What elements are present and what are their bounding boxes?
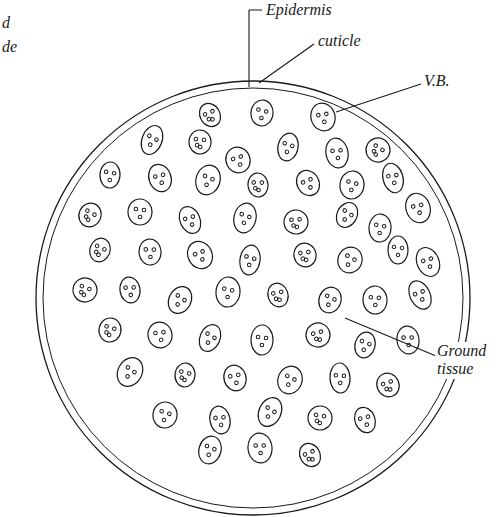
vascular-bundle xyxy=(402,190,434,226)
vascular-bundle xyxy=(351,404,379,435)
vascular-bundle xyxy=(373,369,403,400)
vascular-bundle xyxy=(97,316,123,343)
vascular-bundle xyxy=(175,203,205,237)
vascular-bundle xyxy=(195,321,225,355)
vascular-bundle xyxy=(246,432,273,465)
part-label: cuticle xyxy=(318,32,361,50)
vascular-bundle xyxy=(221,362,250,393)
vascular-bundle xyxy=(70,275,99,304)
vascular-bundle xyxy=(352,330,378,360)
part-label: V.B. xyxy=(424,72,449,90)
vascular-bundle xyxy=(112,353,148,391)
vascular-bundle xyxy=(291,241,318,270)
cut-label: d xyxy=(2,14,10,32)
vascular-bundles xyxy=(70,99,444,471)
vascular-bundle xyxy=(275,131,300,163)
vascular-bundle xyxy=(315,284,344,316)
vascular-bundle xyxy=(274,363,306,398)
vascular-bundle xyxy=(302,319,333,350)
vascular-bundle xyxy=(332,199,362,231)
vascular-bundle xyxy=(249,99,274,127)
vascular-bundle xyxy=(368,213,392,242)
part-label: Epidermis xyxy=(266,1,332,19)
vascular-bundle xyxy=(334,243,366,276)
cuticle-leader xyxy=(259,44,314,83)
vascular-bundle xyxy=(183,237,217,273)
vascular-bundle xyxy=(137,122,166,157)
vascular-bundle xyxy=(145,161,175,195)
vascular-bundle xyxy=(323,136,350,170)
cuticle-outline xyxy=(36,81,470,515)
vascular-bundle xyxy=(247,172,269,198)
ground-tissue-leader xyxy=(345,318,436,356)
vascular-bundle xyxy=(207,404,232,436)
vascular-bundle xyxy=(379,161,406,195)
vascular-bundle xyxy=(308,406,333,431)
vascular-bundle xyxy=(189,130,212,155)
vascular-bundle xyxy=(192,162,224,198)
vascular-bundle xyxy=(362,285,388,315)
vascular-bundle xyxy=(231,201,259,235)
vascular-bundle xyxy=(215,276,242,308)
vascular-bundle xyxy=(295,440,324,471)
vascular-bundle xyxy=(265,280,291,309)
vascular-bundle xyxy=(308,100,339,134)
vascular-bundle xyxy=(292,166,324,199)
vascular-bundle xyxy=(362,134,394,166)
vascular-bundle xyxy=(151,400,180,430)
vascular-bundle xyxy=(338,169,366,200)
vascular-bundle xyxy=(196,434,225,467)
epidermis-leader xyxy=(249,10,262,87)
vascular-bundle xyxy=(222,143,255,177)
vascular-bundle xyxy=(145,320,174,351)
vascular-bundle xyxy=(87,235,113,264)
part-label: Ground tissue xyxy=(435,342,499,379)
vb-leader xyxy=(336,84,421,112)
vascular-bundle xyxy=(395,325,421,356)
vascular-bundle xyxy=(118,276,142,305)
vascular-bundle xyxy=(251,325,274,355)
vascular-bundle xyxy=(128,199,152,225)
vascular-bundle xyxy=(412,244,444,280)
vascular-bundle xyxy=(138,238,162,266)
vascular-bundle xyxy=(164,282,197,317)
vascular-bundle xyxy=(195,100,224,131)
vascular-bundle xyxy=(388,236,408,264)
vascular-bundle xyxy=(99,161,120,188)
vascular-bundle xyxy=(238,244,262,277)
vascular-bundle xyxy=(404,277,435,313)
vascular-bundle xyxy=(329,362,351,393)
vascular-bundle xyxy=(282,208,310,236)
epidermis-outline xyxy=(43,88,463,508)
vascular-bundle xyxy=(174,362,196,388)
vascular-bundle xyxy=(75,200,104,230)
vascular-bundle xyxy=(254,394,287,430)
cut-label: de xyxy=(2,38,17,56)
